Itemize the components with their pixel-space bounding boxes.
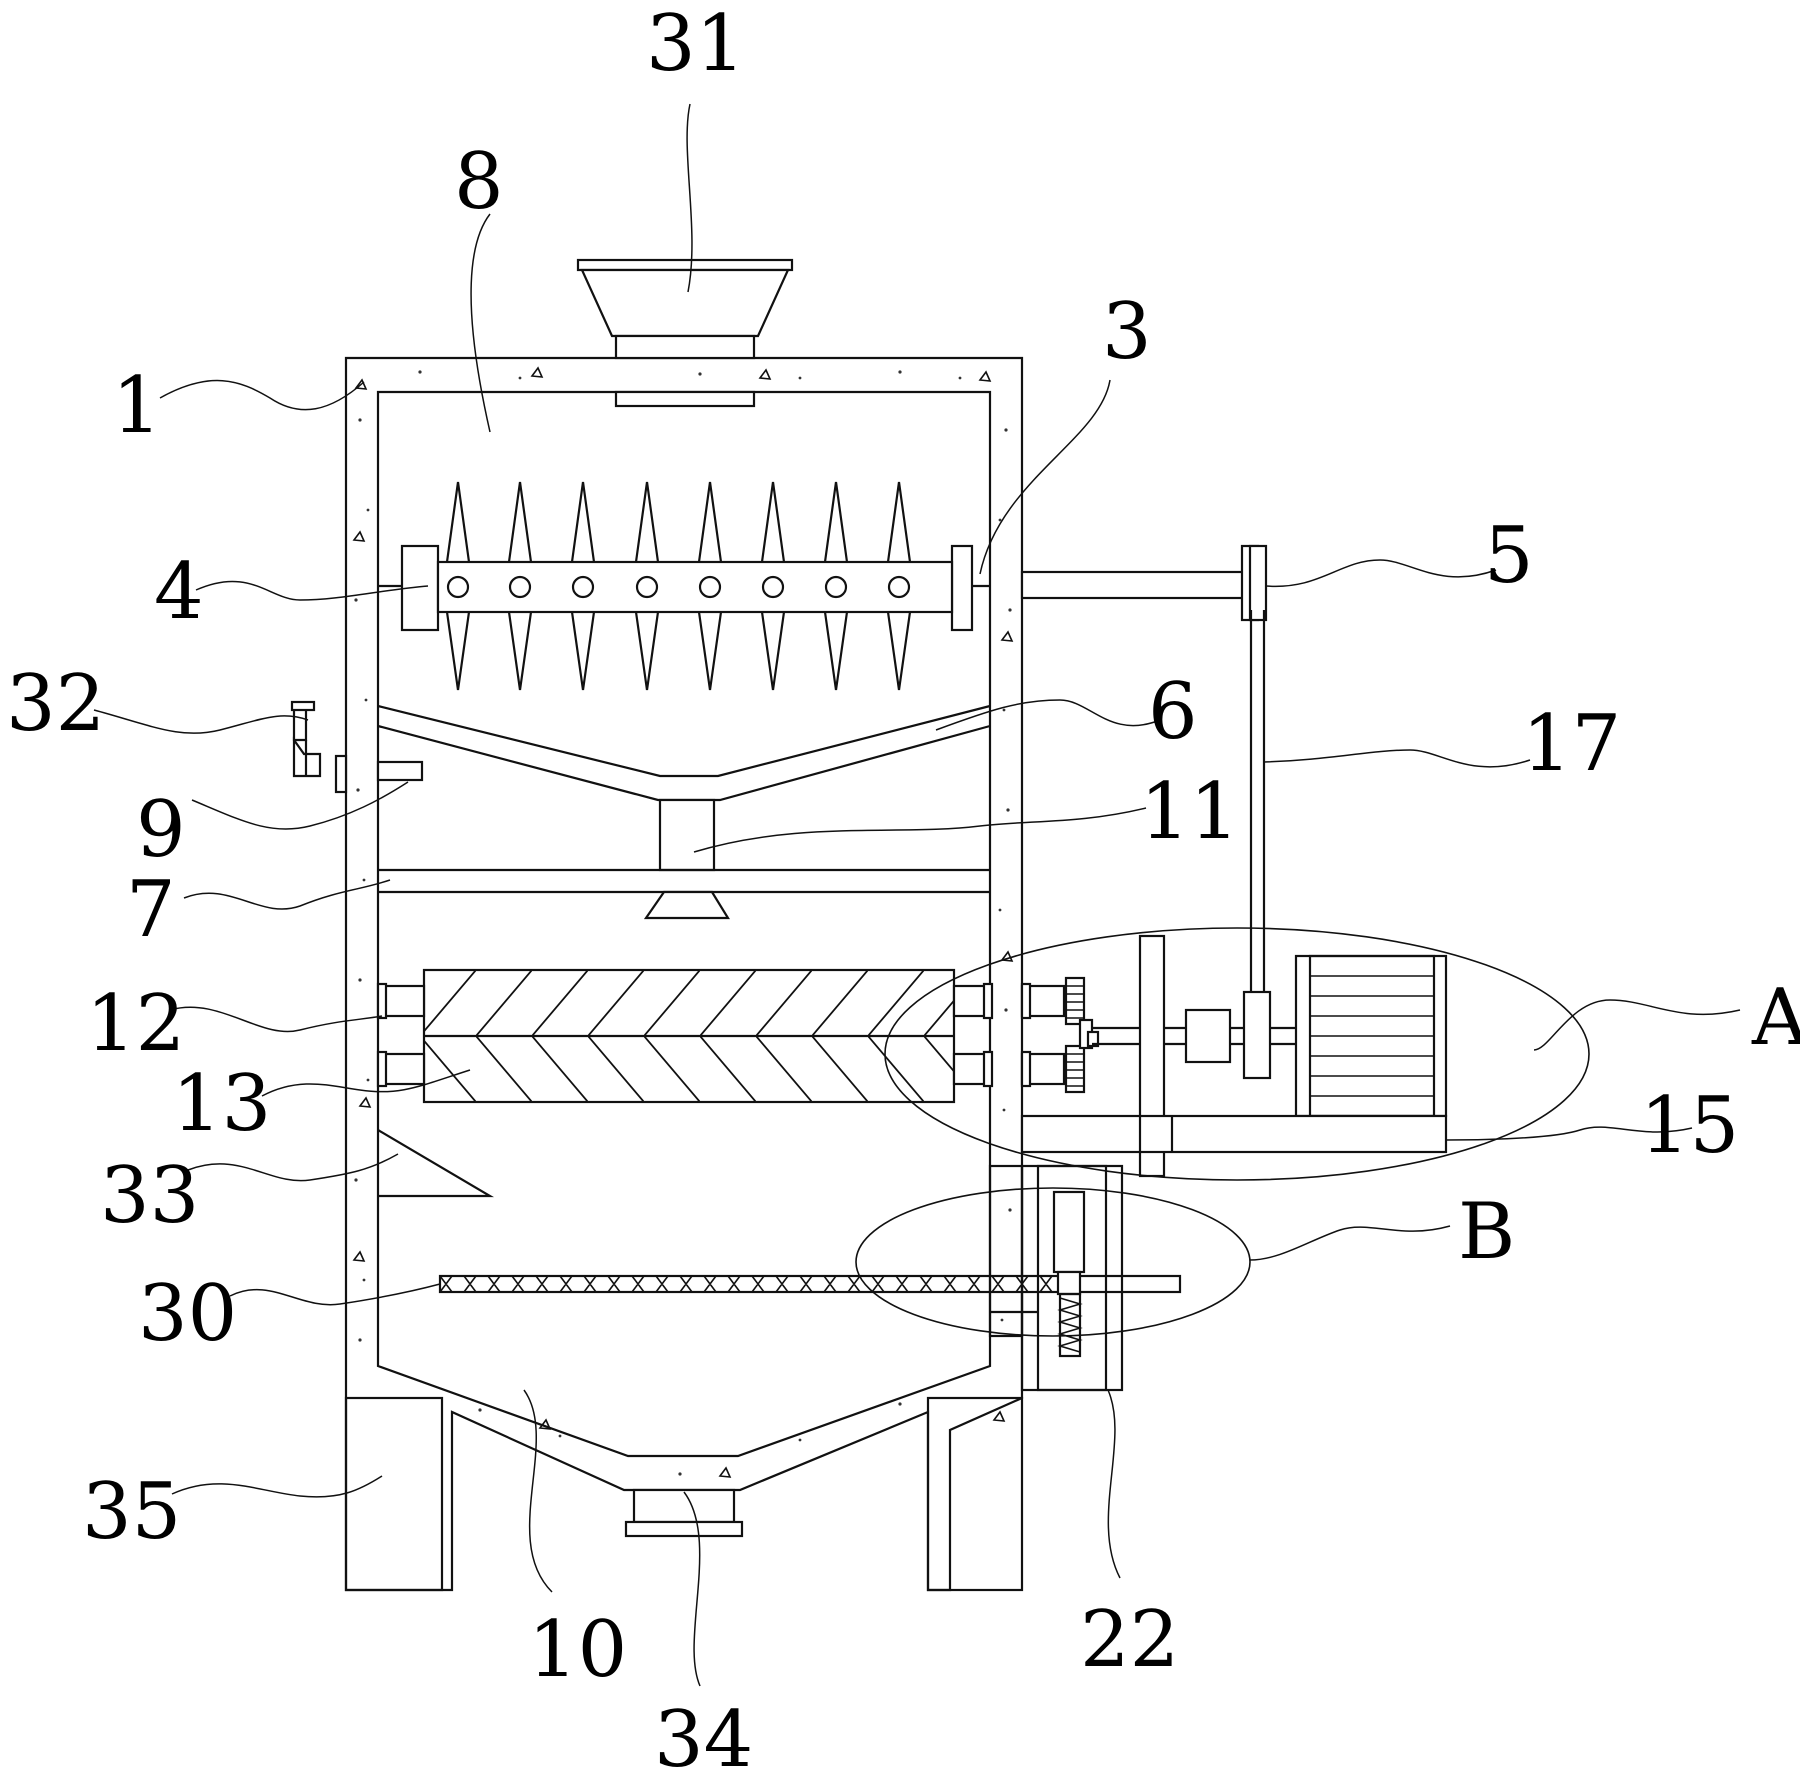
- label-13: 13: [172, 1059, 271, 1149]
- label-1: 1: [112, 361, 162, 451]
- label-4: 4: [154, 547, 204, 637]
- label-17: 17: [1522, 699, 1621, 789]
- valve: [292, 702, 422, 792]
- label-11: 11: [1140, 767, 1239, 857]
- inlet-hopper: [578, 260, 792, 406]
- label-12: 12: [86, 979, 185, 1069]
- label-A: A: [1751, 973, 1800, 1063]
- label-34: 34: [654, 1695, 753, 1773]
- crusher-shaft: [378, 482, 990, 690]
- funnel-plate: [378, 706, 990, 918]
- label-30: 30: [138, 1269, 237, 1359]
- part-labels: 1 3 4 5 6 7 8 9 10 11 12 13 15 17 22 30 …: [6, 0, 1800, 1773]
- gears: [1066, 978, 1098, 1092]
- label-6: 6: [1148, 667, 1198, 757]
- wall-speckle: [354, 370, 1011, 1475]
- drive-shaft: [1022, 546, 1266, 620]
- label-31: 31: [646, 0, 745, 89]
- label-9: 9: [136, 785, 186, 875]
- label-35: 35: [82, 1467, 181, 1557]
- label-10: 10: [528, 1605, 627, 1695]
- label-5: 5: [1484, 511, 1534, 601]
- outlet: [626, 1490, 742, 1536]
- belt: [1251, 610, 1264, 992]
- label-33: 33: [100, 1151, 199, 1241]
- rollers: [378, 970, 1064, 1102]
- deflector: [378, 1130, 490, 1196]
- motor-assembly: [1022, 936, 1446, 1176]
- wall-triangles: [354, 368, 1012, 1477]
- label-22: 22: [1080, 1595, 1179, 1685]
- label-7: 7: [126, 865, 176, 955]
- label-32: 32: [6, 659, 105, 749]
- label-15: 15: [1640, 1081, 1739, 1171]
- label-8: 8: [454, 137, 504, 227]
- label-3: 3: [1102, 287, 1152, 377]
- label-B: B: [1458, 1187, 1515, 1277]
- leader-lines: [94, 104, 1740, 1686]
